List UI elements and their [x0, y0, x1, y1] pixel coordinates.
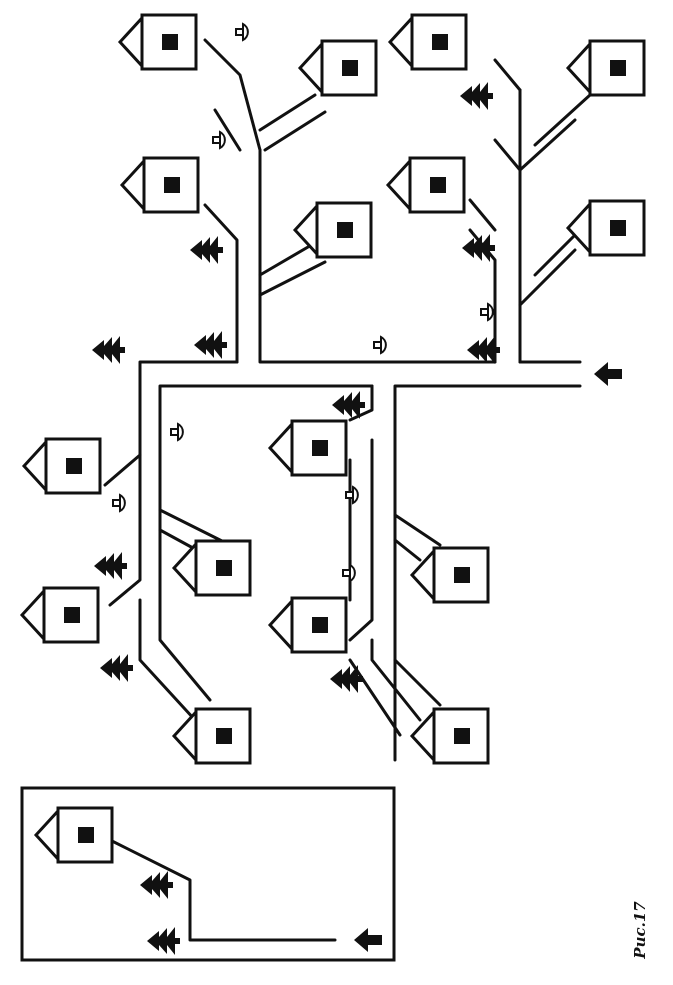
- mushroom-icon: [235, 23, 249, 41]
- figure-caption: Рис.17: [610, 900, 670, 960]
- spruce-tree-icon: [460, 82, 493, 110]
- start-arrow-icon: [594, 362, 622, 386]
- spruce-tree-icon: [92, 336, 125, 364]
- house-icon: [120, 156, 200, 214]
- mushroom-icon: [170, 423, 184, 441]
- spruce-tree-icon: [94, 552, 127, 580]
- house-icon: [410, 707, 490, 765]
- house-icon: [172, 539, 252, 597]
- house-icon: [388, 13, 468, 71]
- spruce-tree-icon: [147, 927, 180, 955]
- house-icon: [566, 39, 646, 97]
- house-icon: [118, 13, 198, 71]
- figure-caption-text: Рис.17: [631, 901, 649, 959]
- mushroom-icon: [112, 494, 126, 512]
- house-icon: [410, 546, 490, 604]
- spruce-tree-icon: [330, 665, 363, 693]
- start-arrow-icon: [354, 928, 382, 952]
- house-icon: [298, 39, 378, 97]
- house-icon: [22, 437, 102, 495]
- spruce-tree-icon: [194, 331, 227, 359]
- house-icon: [34, 806, 114, 864]
- house-icon: [268, 596, 348, 654]
- house-icon: [566, 199, 646, 257]
- house-icon: [172, 707, 252, 765]
- spruce-tree-icon: [190, 236, 223, 264]
- example-box: [20, 786, 396, 962]
- mushroom-icon: [373, 336, 387, 354]
- house-icon: [268, 419, 348, 477]
- mushroom-icon: [345, 486, 359, 504]
- spruce-tree-icon: [100, 654, 133, 682]
- mushroom-icon: [212, 131, 226, 149]
- spruce-tree-icon: [140, 871, 173, 899]
- house-icon: [386, 156, 466, 214]
- house-icon: [20, 586, 100, 644]
- mushroom-icon: [480, 303, 494, 321]
